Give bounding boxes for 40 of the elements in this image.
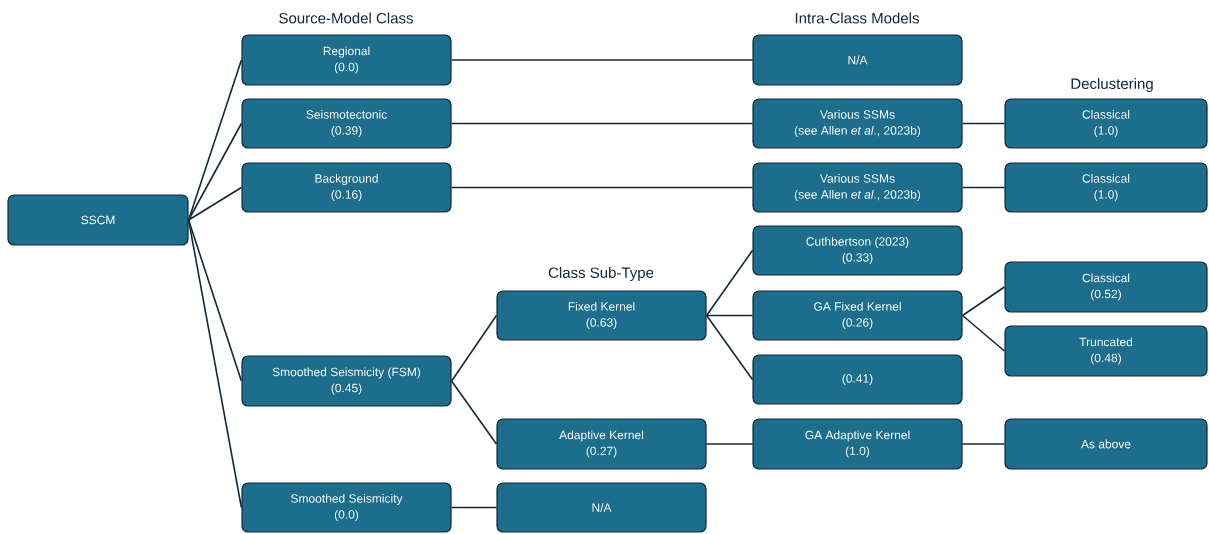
connector-line — [961, 122, 1006, 125]
connector-line — [450, 380, 498, 445]
model-box: Classical (1.0) — [1004, 98, 1208, 149]
connector-line — [187, 122, 243, 221]
model-box: Fixed Kernel (0.63) — [496, 290, 707, 341]
model-box: (0.41) — [752, 354, 963, 405]
connector-line — [187, 59, 243, 221]
connector-line — [705, 314, 754, 317]
connector-line — [961, 314, 1006, 352]
model-box: Classical (1.0) — [1004, 162, 1208, 213]
connector-line — [450, 506, 498, 509]
model-box: Various SSMs (see Allen et al., 2023b) — [752, 98, 963, 149]
model-box: Background (0.16) — [241, 162, 452, 213]
model-box: Truncated (0.48) — [1004, 325, 1208, 377]
connector-line — [961, 443, 1006, 445]
model-box: Adaptive Kernel (0.27) — [496, 418, 707, 470]
connector-line — [961, 286, 1006, 317]
connector-line — [705, 443, 754, 445]
model-box: GA Fixed Kernel (0.26) — [752, 290, 963, 341]
model-box: Cuthbertson (2023) (0.33) — [752, 225, 963, 276]
connector-line — [450, 314, 498, 382]
model-box: SSCM — [7, 194, 189, 246]
model-box: Smoothed Seismicity (0.0) — [241, 482, 452, 533]
model-box: Seismotectonic (0.39) — [241, 98, 452, 149]
connector-line — [187, 219, 243, 509]
connector-line — [961, 186, 1006, 189]
model-box: N/A — [496, 482, 707, 533]
model-box: As above — [1004, 418, 1208, 470]
model-box: N/A — [752, 34, 963, 86]
connector-line — [705, 249, 754, 317]
connector-line — [450, 186, 754, 189]
model-box: Various SSMs (see Allen et al., 2023b) — [752, 162, 963, 213]
model-box: Classical (0.52) — [1004, 261, 1208, 313]
connector-line — [450, 122, 754, 125]
model-box: Regional (0.0) — [241, 34, 452, 86]
connector-line — [450, 59, 754, 61]
model-box: GA Adaptive Kernel (1.0) — [752, 418, 963, 470]
connector-line — [705, 314, 754, 381]
connector-line — [187, 186, 243, 221]
model-box: Smoothed Seismicity (FSM) (0.45) — [241, 355, 452, 407]
